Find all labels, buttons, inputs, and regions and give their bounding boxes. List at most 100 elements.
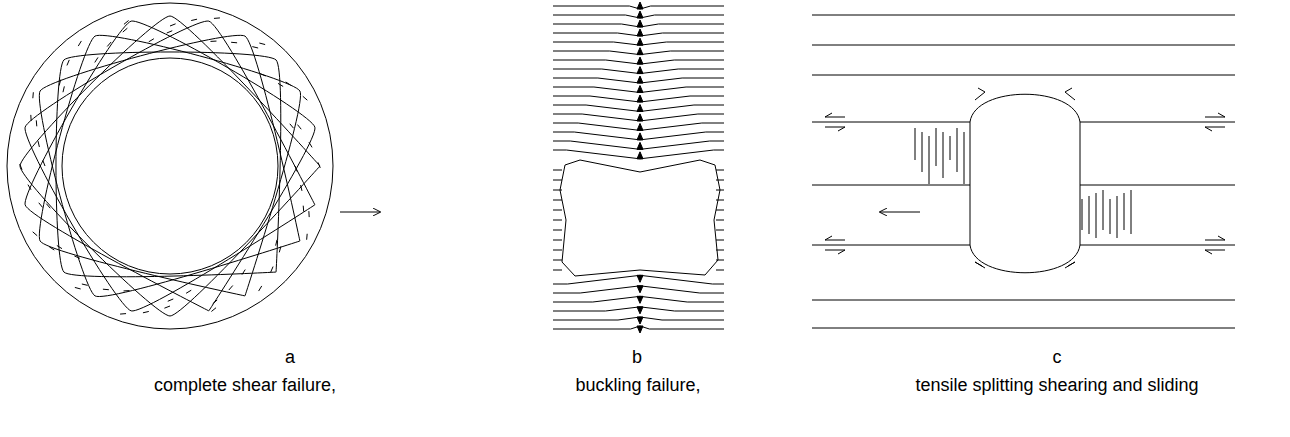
slip-arrow [825,236,832,240]
rock-layer [812,300,1235,301]
tensile-crack [1089,196,1090,234]
rock-layer [553,132,724,140]
crack-mark [36,120,37,126]
tensile-crack [1117,196,1118,238]
crack-mark [186,290,191,293]
rock-layer [812,185,970,186]
crack-mark [103,289,109,291]
shear-plane [25,21,315,311]
crack-mark [191,19,197,20]
crack-mark [286,82,291,85]
shear-plane [20,16,320,316]
crack-mark [20,164,22,170]
rock-layer [716,250,724,251]
tensile-crack [1096,193,1097,238]
panel-caption: tensile splitting shearing and sliding [915,375,1198,397]
rock-layer [716,220,724,221]
slip-arrow [825,240,845,241]
slip-arrow [1205,117,1225,118]
panel-letter: a [285,347,295,369]
slip-arrow [1218,236,1225,240]
rock-layer [716,180,724,181]
rock-layer [716,210,724,211]
slip-arrow [975,262,982,266]
rock-layer [553,220,562,221]
rock-layer [716,170,724,171]
rock-layer [812,75,1235,76]
slip-arrow [1068,262,1075,266]
opening-outline [560,160,720,276]
opening-wall [970,122,971,245]
crack-mark [43,160,45,166]
crack-mark [67,60,69,66]
slip-arrow [1065,88,1072,92]
rock-layer [553,123,724,130]
crack-mark [49,247,54,250]
rock-layer [553,286,724,293]
rock-layer [553,170,562,171]
panel-caption: complete shear failure, [154,375,336,397]
crack-mark [229,286,233,291]
rock-layer [812,45,1235,46]
crack-mark [149,39,154,42]
tensile-crack [1103,190,1104,230]
rock-layer [812,122,970,123]
crack-mark [120,313,126,314]
crack-mark [75,287,81,289]
buckle-wedge [637,123,643,130]
crack-mark [39,203,43,208]
crack-mark [308,211,309,217]
rock-layer [553,105,724,111]
buckle-wedge [637,104,643,111]
rock-layer [1080,245,1235,246]
slip-arrow [825,117,845,118]
buckle-wedge [637,38,643,45]
shear-failure-figure [7,3,333,329]
tensile-crack [1110,199,1111,234]
buckle-wedge [637,86,643,93]
rock-layer [553,260,562,261]
slip-arrow [978,88,985,92]
crack-mark [30,115,31,121]
load-arrow [340,212,380,213]
crack-mark [306,234,308,240]
slip-arrow [1205,240,1225,241]
tensile-splitting-figure [812,15,1235,328]
buckle-wedge [637,20,643,27]
slip-arrow [975,262,985,268]
rock-layer [716,240,724,241]
tensile-crack [1082,199,1083,230]
crack-mark [271,267,273,273]
rock-layer [812,328,1235,329]
rock-layer [716,260,724,261]
buckle-wedge [637,286,643,293]
crack-mark [213,300,218,304]
buckle-wedge [637,275,643,282]
crack-mark [297,125,301,130]
rock-layer [553,96,724,102]
slip-arrow [1218,113,1225,117]
buckle-wedge [637,2,643,9]
slip-arrow [825,113,832,117]
crack-mark [279,247,281,253]
crack-mark [295,166,297,172]
crack-mark [168,299,174,301]
crack-mark [210,41,216,42]
rock-layer [553,114,724,121]
buckle-wedge [637,296,643,303]
rock-layer [553,200,562,201]
rock-layer [1080,122,1235,123]
crack-mark [32,92,34,98]
crack-mark [46,204,50,209]
crack-mark [214,17,220,18]
crack-mark [124,290,130,291]
buckle-wedge [637,76,643,83]
crack-mark [167,31,173,33]
outer-failure-zone [7,3,333,329]
rock-layer [553,150,724,159]
crack-mark [164,306,170,308]
crack-mark [38,141,39,147]
opening-outline [62,58,278,274]
crack-mark [33,232,38,236]
